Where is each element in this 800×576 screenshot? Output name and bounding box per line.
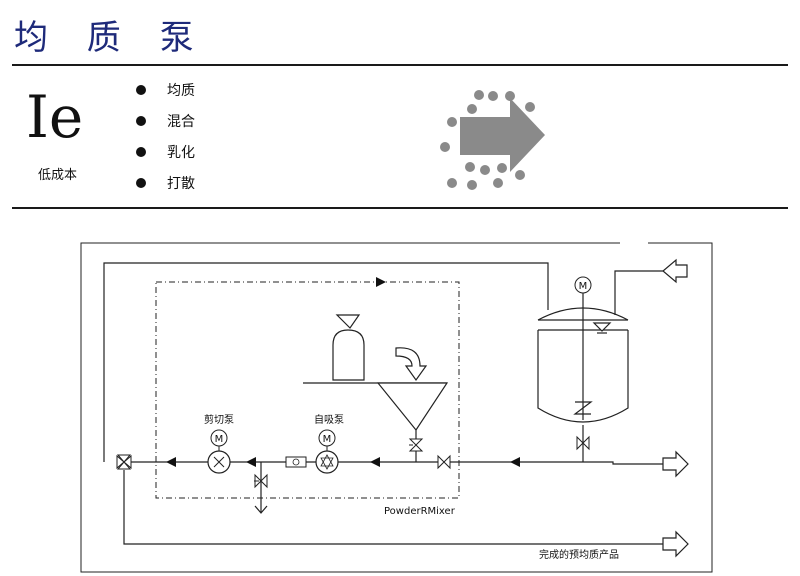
drain-valve — [254, 473, 268, 489]
sight-glass — [285, 456, 307, 468]
outlet-product-label: 完成的预均质产品 — [539, 548, 619, 561]
flow-arrows — [166, 277, 520, 467]
outlet-arrow — [662, 450, 689, 478]
pour-arrow — [395, 347, 428, 382]
middle-divider — [12, 207, 788, 209]
page-title: 均 质 泵 — [14, 18, 208, 58]
shear-pump-label: 剪切泵 — [204, 413, 234, 426]
tank-motor — [574, 276, 592, 294]
shear-motor-label: M — [215, 434, 224, 445]
mixing-tank — [537, 293, 629, 423]
feature-item: 混合 — [136, 105, 195, 136]
self-priming-pump-label: 自吸泵 — [314, 413, 344, 426]
feature-item: 打散 — [136, 167, 195, 198]
tank-motor-label: M — [579, 281, 588, 292]
powder-bag — [332, 314, 365, 381]
top-divider — [12, 64, 788, 66]
self-priming-pump — [315, 429, 339, 474]
feature-item: 均质 — [136, 74, 195, 105]
self-priming-motor-label: M — [323, 434, 332, 445]
badge-caption: 低成本 — [38, 168, 78, 183]
inlet-arrow — [662, 258, 688, 284]
mixer-unit-label: PowderRMixer — [384, 506, 456, 517]
return-line — [103, 262, 549, 462]
shear-pump — [207, 429, 231, 474]
bullet-icon — [136, 84, 146, 95]
product-arrow — [662, 530, 689, 558]
feature-item: 乳化 — [136, 136, 195, 167]
bullet-icon — [136, 177, 146, 188]
hopper-valve — [408, 438, 424, 452]
bullet-icon — [136, 115, 146, 126]
inlet-valve — [437, 454, 451, 470]
cone-hopper — [376, 382, 449, 432]
product-line — [123, 470, 663, 545]
drain-tip — [254, 505, 268, 514]
diagram-frame — [80, 242, 713, 573]
mixing-valve — [116, 454, 132, 470]
badge-letter: Ie — [26, 83, 84, 151]
bullet-icon — [136, 146, 146, 157]
tank-valve — [576, 435, 590, 451]
inlet-line — [614, 270, 663, 315]
feature-list: 均质 混合 乳化 打散 — [136, 74, 195, 198]
outlet-line — [583, 461, 663, 465]
